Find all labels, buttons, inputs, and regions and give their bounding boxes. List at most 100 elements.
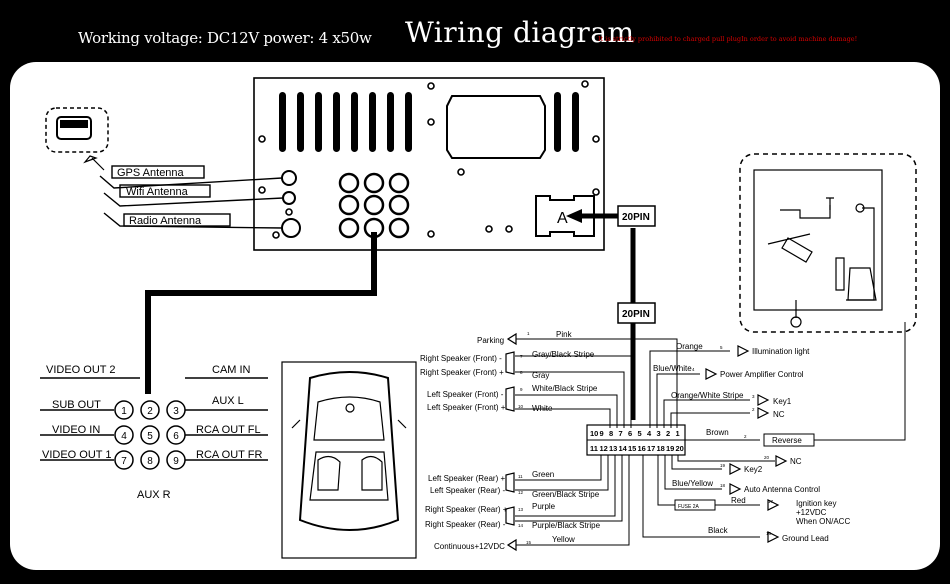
terminal-pin-17: 17 — [647, 444, 655, 453]
terminal-pin-9: 9 — [600, 429, 604, 438]
terminal-pin-2: 2 — [666, 429, 670, 438]
rsr-minus-label: Right Speaker (Rear) - — [425, 520, 506, 529]
head-unit-rear — [253, 77, 605, 251]
terminal-pin-12: 12 — [600, 444, 608, 453]
pin-5-tag: 5 — [720, 345, 723, 350]
terminal-pin-20: 20 — [676, 444, 684, 453]
pin20-top-box — [617, 205, 656, 227]
illumination-label: Illumination light — [752, 347, 810, 356]
port-7-number: 7 — [121, 456, 127, 467]
key1-label: Key1 — [773, 397, 792, 406]
pin-8-tag: 8 — [520, 370, 523, 375]
lsf-minus-label: Left Speaker (Front) - — [427, 390, 504, 399]
pin-4-tag: 4 — [692, 367, 695, 372]
lsr-minus-label: Left Speaker (Rear) - — [430, 486, 505, 495]
aux-l-label: AUX L — [212, 395, 244, 407]
terminal-pin-16: 16 — [638, 444, 646, 453]
av-cable — [145, 232, 377, 394]
fuse-label: FUSE 2A — [678, 504, 700, 510]
lsf-plus-label: Left Speaker (Front) + — [427, 403, 506, 412]
brown-label: Brown — [706, 428, 729, 437]
pin-19-tag: 19 — [720, 463, 726, 468]
amp-control-label: Power Amplifier Control — [720, 370, 804, 379]
sub-out-label: SUB OUT — [52, 399, 101, 411]
terminal-pin-14: 14 — [619, 444, 628, 453]
video-out2-label: VIDEO OUT 2 — [46, 364, 115, 376]
gray-label: Gray — [532, 371, 549, 380]
warning-text: It is strictly prohibited to charged pul… — [598, 35, 858, 43]
port-6-number: 6 — [173, 431, 179, 442]
gray-black-label: Gray/Black Stripe — [532, 350, 595, 359]
rsr-plus-label: Right Speaker (Rear) + — [425, 505, 508, 514]
terminal-pin-8: 8 — [609, 429, 613, 438]
orange-label: Orange — [676, 342, 703, 351]
voltage-text: Working voltage: DC12V power: 4 x50w — [78, 29, 372, 47]
terminal-pin-1: 1 — [676, 429, 680, 438]
port-1-number: 1 — [121, 406, 127, 417]
nc2-label: NC — [790, 457, 802, 466]
ground-label: Ground Lead — [782, 534, 829, 543]
blue-yellow-label: Blue/Yellow — [672, 479, 713, 488]
terminal-pin-5: 5 — [638, 429, 642, 438]
yellow-label: Yellow — [552, 535, 575, 544]
gps-module — [45, 107, 109, 171]
pin-13-tag: 13 — [518, 507, 524, 512]
pin-14-tag: 14 — [518, 523, 524, 528]
pin-15-tag: 15 — [526, 540, 532, 545]
pin-9-tag: 9 — [520, 387, 523, 392]
gps-antenna-label: GPS Antenna — [117, 167, 185, 179]
port-9-number: 9 — [173, 456, 179, 467]
video-in-label: VIDEO IN — [52, 424, 100, 436]
lsr-plus-label: Left Speaker (Rear) + — [428, 474, 505, 483]
purple-label: Purple — [532, 502, 556, 511]
wire-arrows — [505, 332, 788, 552]
rsf-plus-label: Right Speaker (Front) + — [420, 368, 504, 377]
key2-label: Key2 — [744, 465, 763, 474]
white-label: White — [532, 404, 553, 413]
terminal-pin-11: 11 — [590, 444, 598, 453]
terminal-pin-15: 15 — [628, 444, 636, 453]
purple-black-label: Purple/Black Stripe — [532, 521, 601, 530]
pin-10-tag: 10 — [518, 404, 524, 409]
terminal-pin-7: 7 — [619, 429, 623, 438]
wifi-antenna-label: Wifi Antenna — [126, 186, 189, 198]
ignition-label-1: Ignition key — [796, 499, 836, 508]
terminal-pin-19: 19 — [666, 444, 674, 453]
video-out1-label: VIDEO OUT 1 — [42, 449, 111, 461]
aux-r-label: AUX R — [137, 489, 171, 501]
black-label: Black — [708, 526, 729, 535]
pin-11-tag: 11 — [518, 474, 523, 479]
antenna-control-label: Auto Antenna Control — [744, 485, 820, 494]
pin-1-tag: 1 — [527, 331, 530, 336]
radio-antenna-label: Radio Antenna — [129, 215, 202, 227]
ignition-label-2: +12VDC — [796, 508, 827, 517]
terminal-pin-10: 10 — [590, 429, 598, 438]
port-3-number: 3 — [173, 406, 179, 417]
wire-routing — [515, 322, 906, 546]
terminal-pin-13: 13 — [609, 444, 617, 453]
pin20-top-label: 20PIN — [622, 212, 650, 223]
rca-out-fl-label: RCA OUT FL — [196, 424, 261, 436]
pin-18-tag: 18 — [720, 483, 726, 488]
pin-12-tag: 12 — [518, 490, 524, 495]
page-title: Wiring diagram — [405, 16, 635, 49]
pink-wire-label: Pink — [556, 330, 573, 339]
port-4-number: 4 — [121, 431, 127, 442]
reverse-label: Reverse — [772, 436, 802, 445]
terminal-pin-4: 4 — [647, 429, 652, 438]
rca-out-fr-label: RCA OUT FR — [196, 449, 262, 461]
car-illustration — [281, 361, 417, 559]
pin20-bottom-label: 20PIN — [622, 309, 650, 320]
green-black-label: Green/Black Stripe — [532, 490, 600, 499]
pin-3-tag: 3 — [752, 394, 755, 399]
ignition-label-3: When ON/ACC — [796, 517, 850, 526]
port-2-number: 2 — [147, 406, 153, 417]
nc1-label: NC — [773, 410, 785, 419]
pin-20-tag: 20 — [764, 455, 770, 460]
blue-white-label: Blue/White — [653, 364, 692, 373]
connector-a-label: A — [557, 210, 568, 227]
orange-white-label: Orange/White Stripe — [671, 391, 744, 400]
